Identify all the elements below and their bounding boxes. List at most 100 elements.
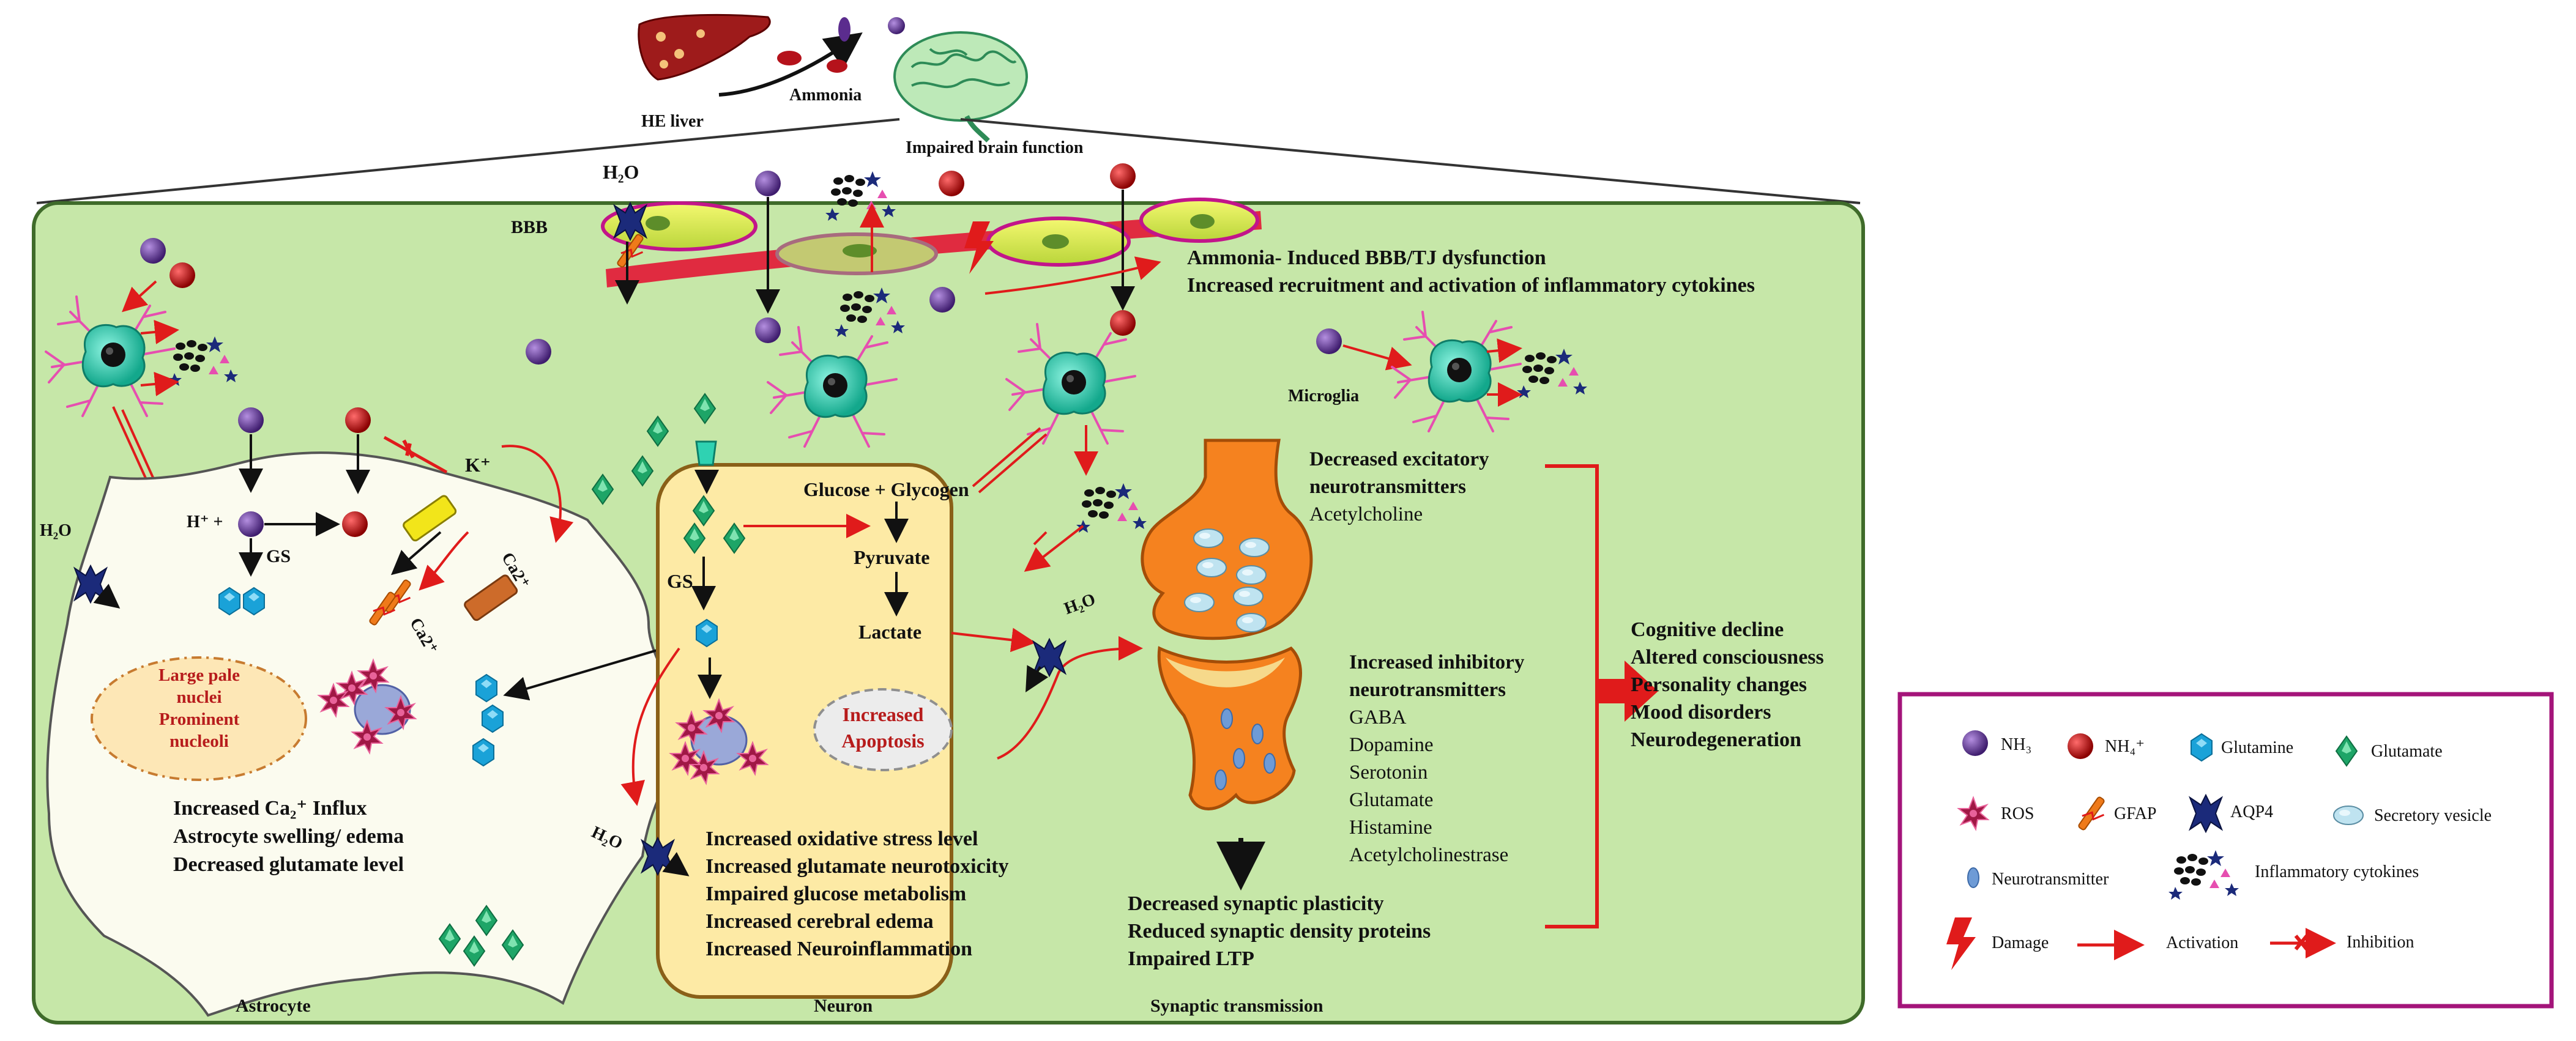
legend-inhibition-mark [2294, 935, 2309, 950]
inhibitory-title-2: neurotransmitters [1349, 679, 1506, 701]
nh4-ion-icon [342, 511, 368, 537]
nucleus-text-4: nucleoli [169, 732, 229, 751]
inhibitory-item-2: Dopamine [1349, 734, 1434, 756]
bbb-label: BBB [511, 217, 548, 237]
brain-function-label: Impaired brain function [906, 138, 1084, 157]
activation-arrow [122, 280, 157, 313]
secretory-vesicle-icon [1239, 538, 1270, 557]
nucleus-text-3: Prominent [158, 709, 240, 729]
outcome-4: Mood disorders [1631, 701, 1771, 724]
synapse-label: Synaptic transmission [1150, 996, 1323, 1016]
glutamate-transporter-icon [695, 440, 717, 466]
ammonia-label: Ammonia [789, 86, 862, 105]
inhibitory-item-3: Serotonin [1349, 761, 1428, 784]
lactate-export-arrow [951, 628, 1036, 653]
neuron-effect-1: Increased oxidative stress level [705, 828, 978, 850]
k-channel-icon [403, 495, 457, 542]
neuron-effect-4: Increased cerebral edema [705, 910, 934, 933]
glutamine-icon [218, 587, 240, 615]
nucleus-text-2: nuclei [176, 687, 222, 707]
excitatory-title-1: Decreased excitatory [1309, 448, 1489, 470]
liver-icon [638, 13, 771, 81]
glutamine-icon [482, 705, 504, 733]
legend-ros-label: ROS [2001, 804, 2034, 823]
legend-inhibition-label: Inhibition [2347, 933, 2414, 952]
legend-neurotransmitter-label: Neurotransmitter [1992, 870, 2109, 889]
astrocyte-effect-3: Decreased glutamate level [173, 853, 404, 876]
legend-box [1897, 692, 2554, 1009]
activation-arrow [501, 445, 574, 543]
neuron-label: Neuron [814, 996, 873, 1016]
k-label: K⁺ [465, 454, 491, 476]
nh3-molecule-icon [238, 407, 264, 433]
inhibitory-title-1: Increased inhibitory [1349, 651, 1525, 673]
legend-glutamine-icon [2191, 733, 2213, 761]
neurotransmitter-icon [1233, 748, 1245, 769]
brain-icon [893, 31, 1028, 143]
legend-cytokines-label: Inflammatory cytokines [2255, 862, 2419, 881]
neurotransmitter-icon [1251, 724, 1264, 744]
apoptosis-text-1: Increased [842, 703, 924, 725]
glucose-label: Glucose + Glycogen [803, 478, 969, 500]
secretory-vesicle-icon [1233, 587, 1264, 606]
nucleus-text-1: Large pale [158, 665, 240, 685]
legend-vesicle-label: Secretory vesicle [2374, 806, 2492, 825]
activation-arrow [620, 647, 680, 806]
excitatory-title-2: neurotransmitters [1309, 476, 1467, 498]
outcome-1: Cognitive decline [1631, 618, 1784, 641]
astrocyte-h-label: H⁺ + [187, 513, 223, 532]
legend-nh4-label: NH₄⁺ [2105, 737, 2145, 756]
nh4-ion-icon [1110, 163, 1136, 189]
legend-nh3-label: NH₃ [2001, 735, 2032, 754]
apoptosis-text-2: Apoptosis [841, 730, 925, 752]
inhibitory-item-5: Histamine [1349, 817, 1432, 839]
neuron-microglia-crosstalk [972, 427, 1048, 494]
k-efflux-arrow [390, 531, 442, 576]
secretory-vesicle-icon [1236, 565, 1267, 585]
nh4-ion-icon [169, 262, 195, 288]
glutamine-icon [696, 619, 718, 647]
legend-aqp4-label: AQP4 [2230, 802, 2274, 821]
funnel-line-right [960, 118, 1861, 204]
legend-glutamate-label: Glutamate [2371, 742, 2443, 761]
activation-arrow [1486, 338, 1522, 363]
bbb-effect-line2: Increased recruitment and activation of … [1187, 274, 1755, 297]
glutamine-icon [472, 738, 494, 766]
inhibitory-item-1: GABA [1349, 706, 1407, 728]
bbb-effect-line1: Ammonia- Induced BBB/TJ dysfunction [1187, 246, 1546, 269]
microglia-label: Microglia [1288, 387, 1360, 406]
activation-arrow [1024, 525, 1084, 572]
nh3-molecule-icon [755, 317, 781, 343]
activation-arrow [1342, 344, 1412, 371]
inhibition-arrow [383, 435, 448, 474]
inhibitory-item-4: Glutamate [1349, 789, 1434, 811]
nh3-molecule-icon [140, 238, 166, 264]
nh3-molecule-icon [526, 339, 551, 365]
legend-neurotransmitter-icon [1967, 867, 1979, 888]
plasticity-effect-1: Decreased synaptic plasticity [1128, 892, 1384, 915]
activation-arrow [140, 371, 179, 396]
nh3-particle-icon [838, 17, 851, 42]
neuron-effect-2: Increased glutamate neurotoxicity [705, 855, 1009, 878]
outcomes-arrow [1597, 661, 1658, 722]
astrocyte-nucleus [91, 656, 307, 781]
neuron-effect-3: Impaired glucose metabolism [705, 883, 967, 905]
pyruvate-label: Pyruvate [854, 546, 930, 568]
excitatory-item-1: Acetylcholine [1309, 503, 1423, 525]
legend-gfap-label: GFAP [2114, 804, 2157, 823]
legend-vesicle-icon [2333, 806, 2364, 825]
bbb-dysfunction-arrow [985, 256, 1161, 295]
nh3-molecule-icon [929, 287, 955, 313]
water-arrow [1026, 665, 1049, 692]
nh4-ion-icon [939, 171, 964, 196]
funnel-line-left [36, 118, 900, 204]
water-arrow [93, 583, 121, 609]
ca-channel-icon [464, 574, 518, 621]
outcome-3: Personality changes [1631, 673, 1807, 696]
neuron-effect-5: Increased Neuroinflammation [705, 938, 973, 960]
nh3-particle-icon [888, 17, 905, 34]
inhibition-mark [402, 439, 415, 459]
presynaptic-terminal [1141, 439, 1313, 640]
astrocyte-effect-1: Increased Ca₂⁺ Influx [173, 797, 367, 820]
